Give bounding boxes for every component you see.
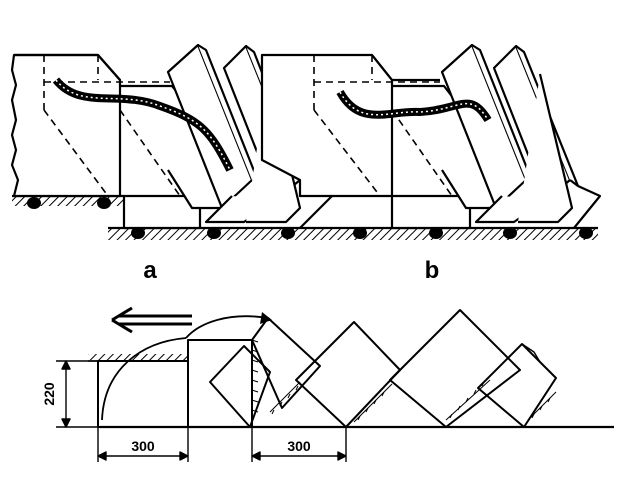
hatch-ticks-1 [251,339,259,413]
diamond-3 [389,309,521,428]
lower-drawing [56,306,614,462]
support-feet [27,197,593,239]
dimension-width-right [251,427,347,462]
dimension-width-left-label: 300 [131,438,155,454]
panel-label-b: b [425,257,440,284]
swing-arc-upper [185,315,269,339]
upright-section [97,360,189,428]
dimension-width-left [97,427,189,462]
frame-element [187,339,253,427]
upper-drawing [10,43,602,240]
dimension-height [56,360,98,428]
diamond-1 [251,317,321,409]
motion-arrow [111,306,192,334]
torn-end [521,343,557,379]
diamond-4 [477,343,557,428]
dimension-height-label: 220 [41,382,57,406]
panel-b-wall-block [260,53,440,198]
diamond-hatch-edges [269,379,557,423]
panel-a-wall-block [10,53,122,198]
rest-strip [88,354,188,360]
panel-label-a: a [143,257,157,284]
dimension-width-right-label: 300 [287,438,311,454]
swing-arc [101,337,187,421]
rotating-square [209,345,271,428]
panel-b-tilted-panels [440,43,602,229]
